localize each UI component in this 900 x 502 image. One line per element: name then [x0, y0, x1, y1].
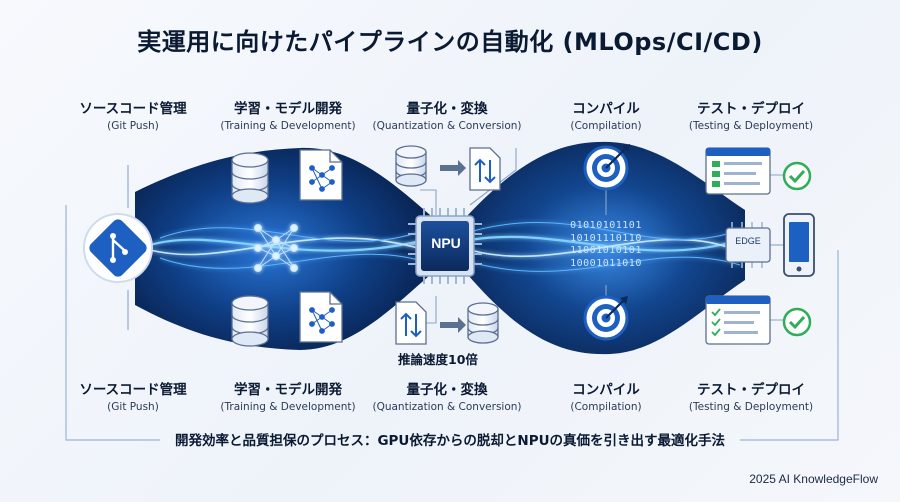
stage-label-en: (Compilation) [570, 401, 642, 413]
speed-note: 推論速度10倍 [398, 352, 478, 367]
database-icon [231, 152, 269, 204]
swap-arrows-icon [395, 301, 427, 345]
stage-label-en: (Quantization & Conversion) [372, 120, 522, 132]
stage-label-en: (Git Push) [107, 401, 159, 413]
stage-label-en: (Testing & Deployment) [688, 120, 814, 132]
npu-label: NPU [431, 235, 461, 251]
stage-label-quantization-bottom: 量子化・変換 (Quantization & Conversion) [362, 378, 532, 413]
stage-label-en: (Training & Development) [220, 120, 356, 132]
binary-line: 10101110110 [570, 232, 642, 244]
light-streaks [149, 222, 741, 272]
binary-line: 11001010101 [570, 245, 642, 256]
mobile-device-icon [783, 213, 815, 277]
stage-label-en: (Testing & Deployment) [688, 401, 814, 413]
target-icon [583, 295, 629, 341]
edge-label: EDGE [735, 236, 761, 246]
stage-label-en: (Training & Development) [220, 401, 356, 413]
stage-label-jp: テスト・デプロイ [697, 101, 805, 117]
stage-label-source-bottom: ソースコード管理 (Git Push) [48, 378, 218, 413]
stage-label-jp: ソースコード管理 [79, 101, 187, 117]
stage-label-jp: コンパイル [572, 382, 640, 398]
flow-arrow [440, 160, 466, 333]
chip-icon [408, 208, 482, 284]
credit-text: 2025 AI KnowledgeFlow [749, 472, 878, 486]
left-flow-band [135, 147, 430, 350]
stage-label-jp: 学習・モデル開発 [234, 382, 342, 398]
document-icon [299, 149, 343, 201]
stage-label-jp: テスト・デプロイ [697, 382, 805, 398]
database-icon [395, 145, 427, 187]
stage-label-compilation-bottom: コンパイル (Compilation) [521, 378, 691, 413]
database-icon [467, 302, 499, 344]
neural-network-icon [254, 224, 298, 272]
page-title: 実運用に向けたパイプラインの自動化 (MLOps/CI/CD) [137, 28, 763, 56]
stage-label-jp: 量子化・変換 [406, 101, 488, 117]
target-icon [583, 144, 630, 191]
stage-label-deploy-bottom: テスト・デプロイ (Testing & Deployment) [666, 378, 836, 413]
loop-lines [65, 205, 839, 441]
stage-label-jp: ソースコード管理 [79, 382, 187, 398]
stage-label-jp: 学習・モデル開発 [234, 101, 342, 117]
document-icon [299, 291, 343, 343]
swap-arrows-icon [469, 147, 501, 191]
stage-label-en: (Quantization & Conversion) [372, 401, 522, 413]
stage-label-source-top: ソースコード管理 (Git Push) [48, 97, 218, 132]
stage-label-jp: 量子化・変換 [406, 382, 488, 398]
right-flow-band [468, 141, 745, 355]
stage-label-compilation-top: コンパイル (Compilation) [521, 97, 691, 132]
stage-label-jp: コンパイル [572, 101, 640, 117]
binary-line: 10001011010 [570, 257, 642, 269]
edge-chip-icon [725, 222, 771, 268]
binary-line: 01010101101 [570, 220, 642, 231]
stage-label-en: (Git Push) [107, 120, 159, 132]
check-icon [782, 307, 812, 337]
stage-label-quantization-top: 量子化・変換 (Quantization & Conversion) [362, 97, 532, 132]
dashboard-icon [705, 295, 771, 345]
git-icon [83, 213, 153, 283]
database-icon [231, 295, 269, 347]
binary-stream: 01010101101 10101110110 11001010101 1000… [556, 220, 656, 270]
dashboard-icon [705, 147, 771, 195]
stage-label-deploy-top: テスト・デプロイ (Testing & Deployment) [666, 97, 836, 132]
check-icon [782, 161, 812, 191]
bottom-subtitle: 開発効率と品質担保のプロセス：GPU依存からの脱却とNPUの真価を引き出す最適化… [174, 433, 726, 449]
stage-label-training-top: 学習・モデル開発 (Training & Development) [203, 97, 373, 132]
stage-label-training-bottom: 学習・モデル開発 (Training & Development) [203, 378, 373, 413]
stage-label-en: (Compilation) [570, 120, 642, 132]
